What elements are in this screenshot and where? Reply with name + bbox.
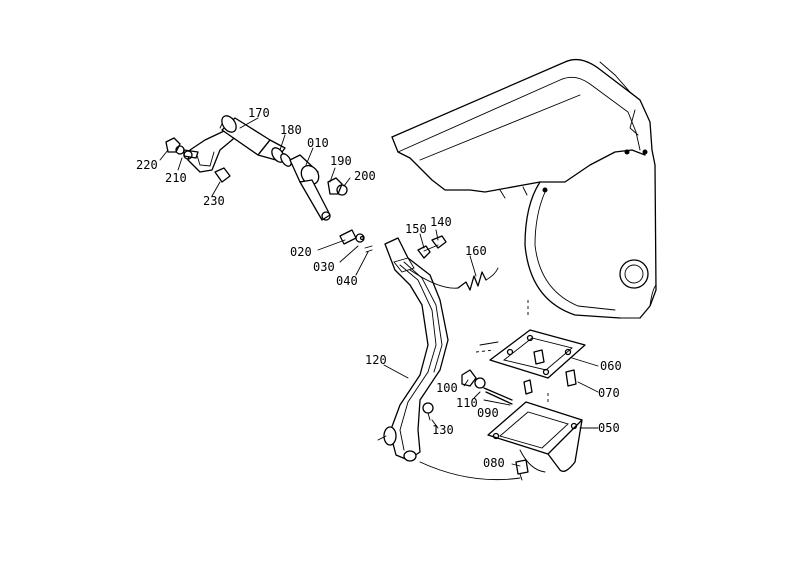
label-010: 010 [307,136,329,150]
engine-block [391,58,657,319]
label-020: 020 [290,245,312,259]
label-090: 090 [477,406,499,420]
label-120: 120 [365,353,387,367]
label-210: 210 [165,171,187,185]
label-190: 190 [330,154,352,168]
label-050: 050 [598,421,620,435]
label-070: 070 [598,386,620,400]
housing-050 [487,392,583,473]
bolts-130-150-140 [417,235,447,421]
dowels-070 [523,369,577,395]
label-200: 200 [354,169,376,183]
label-030: 030 [313,260,335,274]
lever-shaft-assembly [165,115,348,221]
nuts-100-110 [461,369,513,405]
cover-plate-060 [475,329,586,379]
link-rod [419,461,521,481]
leader-lines [159,117,599,467]
label-170: 170 [248,106,270,120]
bolt-080 [515,459,529,481]
label-080: 080 [483,456,505,470]
label-130: 130 [432,423,454,437]
label-110: 110 [456,396,478,410]
lever-120 [377,237,449,462]
part-labels: 170 180 010 190 200 220 210 230 140 150 … [136,106,622,470]
label-230: 230 [203,194,225,208]
spring-160 [409,267,499,291]
label-180: 180 [280,123,302,137]
label-140: 140 [430,215,452,229]
label-040: 040 [336,274,358,288]
label-160: 160 [465,244,487,258]
label-220: 220 [136,158,158,172]
label-150: 150 [405,222,427,236]
label-100: 100 [436,381,458,395]
small-parts-020-040 [339,229,373,253]
label-060: 060 [600,359,622,373]
